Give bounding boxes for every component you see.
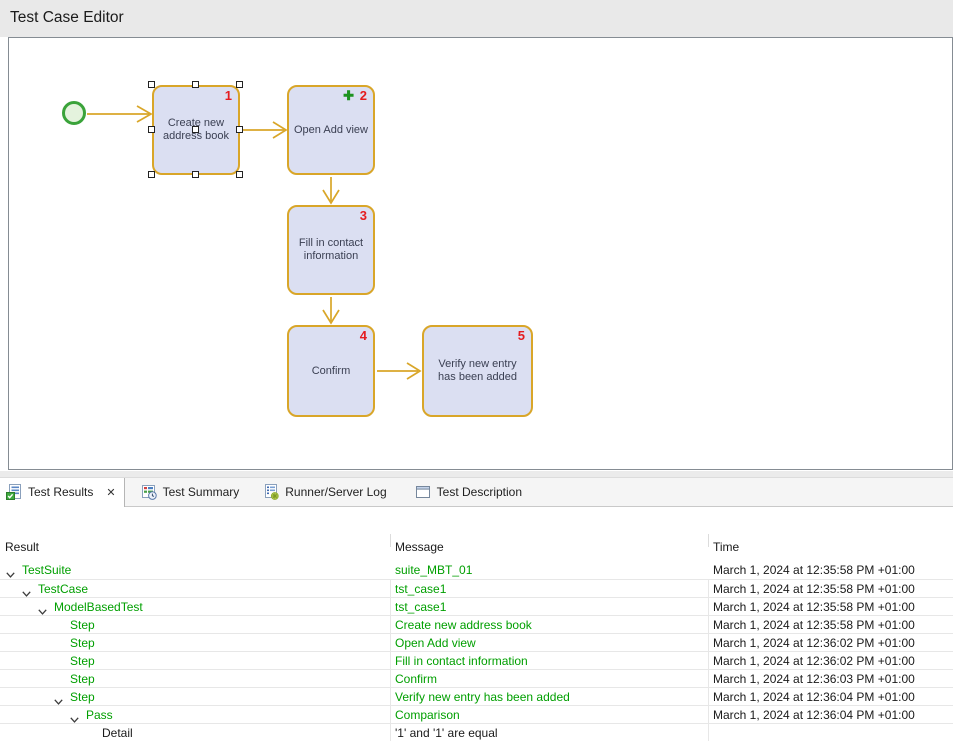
plus-icon: ✚	[343, 88, 354, 103]
node-label: Open Add view	[294, 123, 368, 136]
time-cell: March 1, 2024 at 12:36:04 PM +01:00	[713, 708, 915, 722]
table-row[interactable]: Step Open Add view March 1, 2024 at 12:36:…	[0, 633, 953, 651]
message-cell: tst_case1	[395, 600, 447, 614]
test-description-icon	[415, 486, 430, 498]
tab-label: Test Description	[436, 485, 523, 499]
column-divider	[390, 534, 391, 547]
tab-test-results[interactable]: Test Results ✕	[0, 478, 125, 507]
tab-runner-server-log[interactable]: Runner/Server Log	[253, 478, 396, 506]
table-row[interactable]: TestCase tst_case1 March 1, 2024 at 12:35:…	[0, 579, 953, 597]
table-row[interactable]: Step Verify new entry has been added March…	[0, 687, 953, 705]
table-row[interactable]: Pass Comparison March 1, 2024 at 12:36:04 …	[0, 705, 953, 723]
diagram-node-fill-in-contact-information[interactable]: Fill in contact information 3	[287, 205, 375, 295]
chevron-down-icon[interactable]	[22, 586, 31, 600]
tab-test-summary[interactable]: Test Summary	[131, 478, 250, 506]
node-label: Confirm	[311, 364, 351, 377]
runner-server-log-icon	[265, 484, 279, 500]
time-cell: March 1, 2024 at 12:35:58 PM +01:00	[713, 600, 915, 614]
node-number: 1	[224, 88, 232, 103]
selection-handle[interactable]	[192, 171, 199, 178]
time-cell: March 1, 2024 at 12:36:02 PM +01:00	[713, 654, 915, 668]
diagram-node-open-add-view[interactable]: Open Add view ✚ 2	[287, 85, 375, 175]
selection-handle[interactable]	[192, 81, 199, 88]
selection-handle[interactable]	[236, 126, 243, 133]
selection-handle[interactable]	[148, 171, 155, 178]
table-row[interactable]: Detail '1' and '1' are equal	[0, 723, 953, 741]
start-node[interactable]	[62, 101, 86, 125]
close-icon[interactable]: ✕	[106, 486, 116, 499]
result-cell: Step	[70, 654, 95, 668]
chevron-down-icon[interactable]	[38, 604, 47, 618]
column-header-message[interactable]: Message	[395, 540, 444, 554]
diagram-node-verify-new-entry[interactable]: Verify new entry has been added 5	[422, 325, 533, 417]
table-row[interactable]: Step Fill in contact information March 1, …	[0, 651, 953, 669]
column-divider	[390, 579, 391, 741]
message-cell: suite_MBT_01	[395, 563, 473, 577]
bottom-tab-bar: Test Results ✕ Test Summary	[0, 477, 953, 507]
message-cell: Verify new entry has been added	[395, 690, 570, 704]
node-number: 5	[517, 328, 525, 343]
selection-handle[interactable]	[148, 81, 155, 88]
result-cell: Step	[70, 636, 95, 650]
node-number: 2	[359, 88, 367, 103]
message-cell: Open Add view	[395, 636, 476, 650]
node-number: 4	[359, 328, 367, 343]
test-summary-icon	[141, 485, 157, 500]
chevron-down-icon[interactable]	[54, 694, 63, 708]
canvas-bottom-strip	[0, 471, 953, 477]
tab-label: Test Results	[28, 485, 94, 499]
result-cell: Detail	[102, 726, 133, 740]
time-cell: March 1, 2024 at 12:35:58 PM +01:00	[713, 618, 915, 632]
node-label: Create new address book	[162, 117, 230, 142]
column-divider	[708, 534, 709, 547]
diagram-node-confirm[interactable]: Confirm 4	[287, 325, 375, 417]
table-row[interactable]: Step Confirm March 1, 2024 at 12:36:03 PM …	[0, 669, 953, 687]
message-cell: Create new address book	[395, 618, 532, 632]
page-title: Test Case Editor	[10, 9, 124, 26]
result-cell: Step	[70, 690, 95, 704]
table-row[interactable]: ModelBasedTest tst_case1 March 1, 2024 at …	[0, 597, 953, 615]
result-cell: TestSuite	[22, 563, 72, 577]
table-row[interactable]: TestSuite suite_MBT_01 March 1, 2024 at 12…	[0, 561, 953, 579]
node-label: Fill in contact information	[298, 237, 364, 262]
column-header-time[interactable]: Time	[713, 540, 740, 554]
tab-label: Test Summary	[162, 485, 240, 499]
time-cell: March 1, 2024 at 12:35:58 PM +01:00	[713, 582, 915, 596]
result-cell: ModelBasedTest	[54, 600, 143, 614]
column-header-result[interactable]: Result	[5, 540, 40, 554]
message-cell: Confirm	[395, 672, 438, 686]
tab-label: Runner/Server Log	[285, 485, 387, 499]
selection-handle[interactable]	[236, 171, 243, 178]
result-cell: Step	[70, 672, 95, 686]
message-cell: tst_case1	[395, 582, 447, 596]
node-number: 3	[359, 208, 367, 223]
table-row[interactable]: Step Create new address book March 1, 2024…	[0, 615, 953, 633]
time-cell: March 1, 2024 at 12:36:03 PM +01:00	[713, 672, 915, 686]
tab-test-description[interactable]: Test Description	[405, 478, 532, 506]
time-cell: March 1, 2024 at 12:36:04 PM +01:00	[713, 690, 915, 704]
selection-handle[interactable]	[192, 126, 199, 133]
time-cell: March 1, 2024 at 12:36:02 PM +01:00	[713, 636, 915, 650]
message-cell: '1' and '1' are equal	[395, 726, 498, 740]
column-divider	[708, 579, 709, 741]
test-results-icon	[6, 484, 21, 500]
selection-handle[interactable]	[148, 126, 155, 133]
result-cell: Step	[70, 618, 95, 632]
time-cell: March 1, 2024 at 12:35:58 PM +01:00	[713, 563, 915, 577]
message-cell: Fill in contact information	[395, 654, 528, 668]
chevron-down-icon[interactable]	[6, 567, 15, 581]
result-cell: Pass	[86, 708, 113, 722]
selection-handle[interactable]	[236, 81, 243, 88]
node-label: Verify new entry has been added	[438, 358, 517, 383]
results-table-header: Result Message Time	[0, 535, 953, 560]
chevron-down-icon[interactable]	[70, 712, 79, 726]
message-cell: Comparison	[395, 708, 460, 722]
result-cell: TestCase	[38, 582, 89, 596]
title-bar: Test Case Editor	[0, 0, 953, 37]
